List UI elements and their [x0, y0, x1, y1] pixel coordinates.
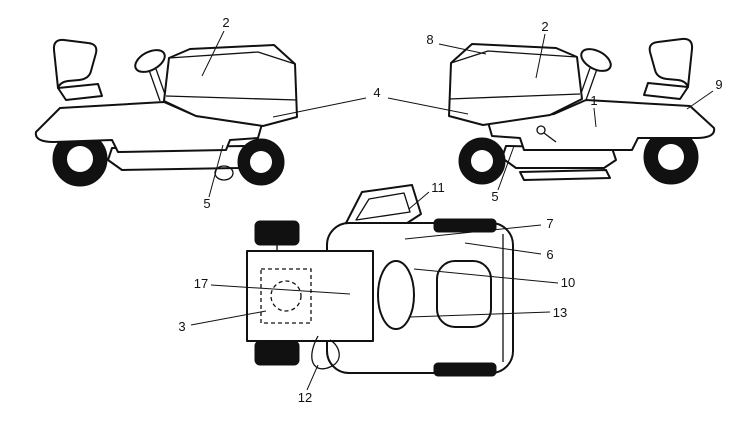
callout-chassis: 7: [546, 216, 553, 231]
hood-top-edge: [168, 51, 296, 65]
front-right-wheel: [254, 340, 300, 366]
leader-line: [190, 310, 267, 326]
rear-right-wheel: [433, 362, 497, 377]
leader-line: [387, 97, 469, 115]
leader-line: [413, 268, 559, 284]
left-side-view: [34, 38, 298, 187]
seat: [52, 38, 98, 89]
belt-loop: [311, 335, 340, 370]
seat: [648, 37, 694, 88]
callout-hood-left: 2: [222, 15, 229, 30]
steering-column: [148, 69, 161, 102]
leader-line: [208, 144, 224, 198]
steering-column: [585, 68, 598, 101]
callout-deck-left: 5: [203, 196, 210, 211]
steering-wheel: [134, 49, 166, 73]
callout-hood-right: 2: [541, 19, 548, 34]
seat-base: [57, 83, 103, 101]
front-left-wheel: [254, 220, 300, 246]
leader-line: [408, 191, 430, 210]
engine-port: [270, 280, 302, 312]
leader-line: [535, 33, 546, 79]
right-side-view: [448, 37, 716, 185]
leader-line: [686, 90, 714, 110]
callout-hood-front: 8: [426, 32, 433, 47]
hood-crease: [165, 95, 298, 101]
callout-grille: 4: [373, 85, 380, 100]
leader-line: [306, 364, 319, 391]
callout-deck-housing: 3: [178, 319, 185, 334]
top-view: [246, 184, 514, 377]
leader-lines: [190, 30, 714, 391]
callout-seat-top: 13: [553, 305, 567, 320]
engage-lever-knob: [536, 125, 546, 135]
hood-crease: [448, 93, 581, 100]
engage-lever: [543, 132, 557, 143]
callout-steering: 11: [431, 180, 445, 195]
engine-access-panel: [260, 268, 312, 324]
front-wheel-hub: [250, 151, 272, 173]
deck-housing: [246, 250, 374, 342]
callout-deck-right: 5: [491, 189, 498, 204]
callout-frame: 1: [590, 93, 597, 108]
rear-left-wheel: [433, 218, 497, 233]
front-wheel-hub: [471, 150, 493, 172]
leader-line: [404, 224, 542, 240]
seat-base: [643, 82, 689, 100]
leader-line: [438, 43, 487, 55]
callout-belt: 12: [298, 390, 312, 405]
leader-line: [593, 107, 597, 128]
rear-wheel-hub: [67, 146, 93, 172]
steering-wheel-inner: [355, 192, 411, 221]
leader-line: [497, 145, 515, 191]
callout-pulley: 10: [561, 275, 575, 290]
leader-line: [272, 97, 367, 118]
leader-line: [464, 242, 542, 255]
deck-plate: [519, 169, 611, 181]
callout-labels: 2 5 4 8 2 1 9 5 11 7 6 10 13 17 3 12: [178, 15, 722, 405]
engine-pulley: [377, 260, 415, 330]
callout-engine: 17: [194, 276, 208, 291]
leader-line: [201, 30, 225, 77]
callout-fender: 9: [715, 77, 722, 92]
hood-top-edge: [450, 50, 578, 64]
leader-line: [210, 284, 351, 295]
leader-line: [409, 311, 551, 318]
callout-body: 6: [546, 247, 553, 262]
rear-wheel-hub: [658, 144, 684, 170]
steering-wheel: [580, 48, 612, 72]
seat-top-view: [436, 260, 492, 328]
